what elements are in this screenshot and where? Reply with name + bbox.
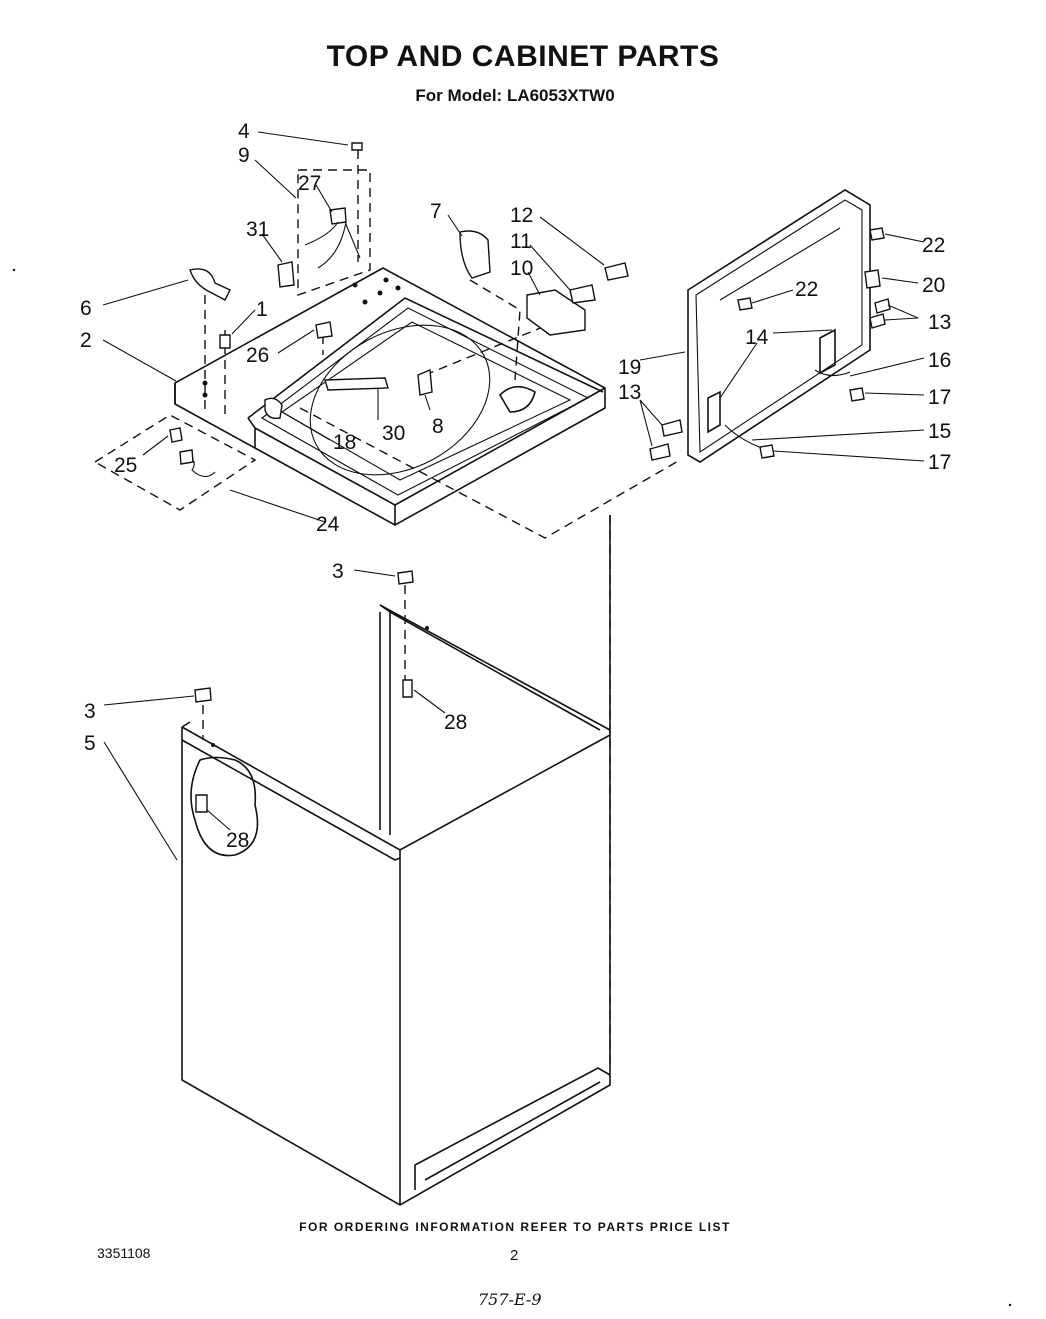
lid — [687, 189, 871, 463]
ordering-note: FOR ORDERING INFORMATION REFER TO PARTS … — [299, 1220, 731, 1234]
washer-top-panel — [174, 267, 606, 526]
callout-7: 7 — [430, 200, 442, 223]
model-subtitle: For Model: LA6053XTW0 — [415, 86, 615, 105]
callout-8: 8 — [432, 415, 444, 438]
callout-15: 15 — [928, 420, 951, 443]
callout-3-side: 3 — [84, 700, 96, 723]
callout-22-left: 22 — [795, 278, 818, 301]
callout-30: 30 — [382, 422, 405, 445]
callout-12: 12 — [510, 204, 533, 227]
page-title: TOP AND CABINET PARTS — [326, 40, 720, 73]
callout-numbers: 4 9 27 31 7 12 11 10 6 1 2 26 30 8 18 25… — [80, 120, 951, 852]
construction-lines — [93, 150, 681, 1070]
stray-mark — [12, 268, 16, 272]
callout-5: 5 — [84, 732, 96, 755]
callout-22-right: 22 — [922, 234, 945, 257]
callout-4: 4 — [238, 120, 250, 143]
callout-25: 25 — [114, 454, 137, 477]
cabinet — [181, 515, 611, 1206]
callout-10: 10 — [510, 257, 533, 280]
callout-19: 19 — [618, 356, 641, 379]
callout-13-left: 13 — [618, 381, 641, 404]
callout-28-top: 28 — [444, 711, 467, 734]
document-number: 3351108 — [97, 1245, 151, 1261]
callout-13-right: 13 — [928, 311, 951, 334]
callout-18: 18 — [333, 431, 356, 454]
callout-24: 24 — [316, 513, 340, 536]
callout-2: 2 — [80, 329, 92, 352]
callout-26: 26 — [246, 344, 269, 367]
callout-20: 20 — [922, 274, 945, 297]
callout-6: 6 — [80, 297, 92, 320]
handwritten-note: 757-E-9 — [478, 1290, 542, 1309]
small-parts — [169, 142, 891, 813]
page-number: 2 — [510, 1247, 519, 1264]
leader-lines — [102, 131, 925, 861]
callout-14: 14 — [745, 326, 769, 349]
stray-mark — [1008, 1303, 1012, 1307]
callout-16: 16 — [928, 349, 951, 372]
callout-31: 31 — [246, 218, 269, 241]
callout-17-top: 17 — [928, 386, 951, 409]
callout-1: 1 — [256, 298, 268, 321]
callout-3-top: 3 — [332, 560, 344, 583]
callout-27: 27 — [298, 172, 321, 195]
callout-11: 11 — [510, 230, 532, 253]
callout-9: 9 — [238, 144, 250, 167]
callout-17-bottom: 17 — [928, 451, 951, 474]
callout-28-side: 28 — [226, 829, 249, 852]
